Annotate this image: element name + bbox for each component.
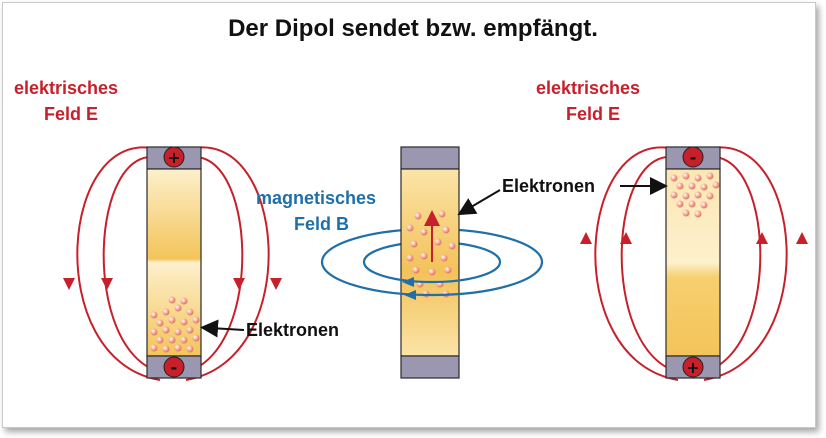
b-field-label-line1: magnetisches: [256, 188, 376, 208]
left-bottom-sign: -: [171, 358, 178, 377]
left-top-sign: +: [167, 148, 180, 167]
center-dipole: magnetisches Feld B Elektronen: [256, 146, 595, 379]
left-e-field-label-line2: Feld E: [44, 104, 98, 124]
left-rod: [146, 168, 202, 357]
center-rod: [400, 168, 460, 357]
b-field-arrow-inner: [402, 277, 414, 287]
right-bottom-sign: +: [686, 358, 699, 377]
left-minus-terminal: [163, 356, 185, 378]
b-field-front: [320, 261, 544, 297]
right-rod: [665, 168, 721, 357]
left-plus-terminal: [163, 146, 185, 168]
center-electrons-pointer: [457, 189, 501, 216]
left-dipole: elektrisches Feld E + -: [14, 78, 339, 381]
left-electrons-pointer: [200, 319, 245, 338]
left-e-field-lines: [76, 146, 270, 381]
center-top-cap: [400, 146, 460, 170]
center-electrons-label: Elektronen: [502, 176, 595, 196]
left-electrons: [150, 296, 200, 353]
right-minus-terminal: [682, 146, 704, 168]
right-e-field-label-line2: Feld E: [566, 104, 620, 124]
right-electrons: [670, 172, 720, 218]
center-bottom-cap: [400, 355, 460, 379]
right-e-field-label-line1: elektrisches: [536, 78, 640, 98]
right-e-field-lines: [594, 146, 788, 381]
right-dipole: elektrisches Feld E - +: [536, 78, 808, 381]
left-e-field-arrows: [63, 278, 282, 290]
b-field-arrow-outer: [404, 290, 416, 300]
page-title: Der Dipol sendet bzw. empfängt.: [228, 15, 598, 42]
center-electrons: [406, 210, 456, 298]
left-e-field-label-line1: elektrisches: [14, 78, 118, 98]
b-field-label-line2: Feld B: [294, 214, 349, 234]
left-electrons-label: Elektronen: [246, 320, 339, 340]
right-e-field-arrows: [580, 232, 808, 244]
right-top-sign: -: [690, 148, 697, 167]
right-plus-terminal: [682, 356, 704, 378]
